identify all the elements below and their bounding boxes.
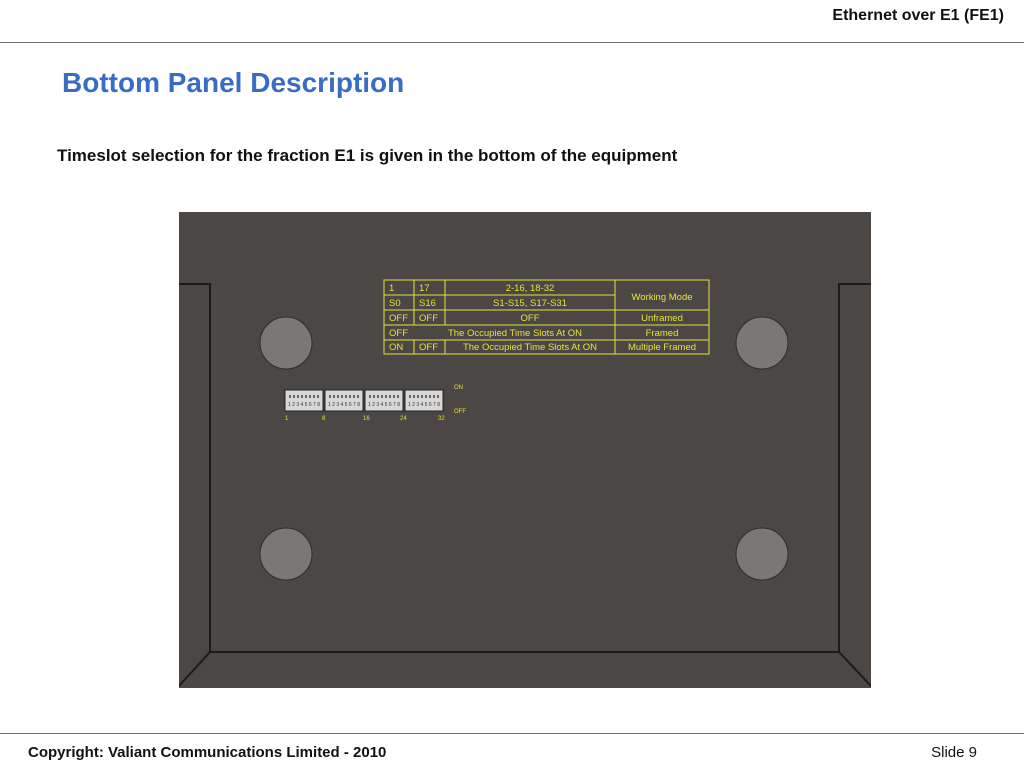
table-r3-c1: OFF — [389, 313, 408, 324]
table-r4-c1: OFF — [389, 328, 408, 339]
table-r2-c2: S16 — [419, 298, 436, 309]
bottom-panel-illustration: 1 17 2-16, 18-32 S0 S16 S1-S15, S17-S31 … — [179, 212, 871, 688]
dip-switch-levers-1 — [289, 395, 319, 398]
switch-off-label: OFF — [454, 409, 466, 415]
table-r3-c3: OFF — [521, 313, 540, 324]
rubber-feet — [259, 316, 789, 581]
dip-switch-bank-1: 1 2 3 4 5 6 7 8 — [284, 389, 324, 412]
dip-switch-numbers-4: 1 2 3 4 5 6 7 8 — [408, 402, 440, 408]
timeslot-table — [383, 279, 710, 355]
switch-scale-8: 8 — [322, 416, 326, 422]
table-r1-c3: 2-16, 18-32 — [506, 283, 555, 294]
header-title: Ethernet over E1 (FE1) — [832, 7, 1004, 24]
panel-body — [179, 212, 871, 688]
dip-switch-bank-3: 1 2 3 4 5 6 7 8 — [364, 389, 404, 412]
foot-bottom-right — [735, 527, 789, 581]
dip-switch-numbers-2: 1 2 3 4 5 6 7 8 — [328, 402, 360, 408]
table-r5-mode: Multiple Framed — [628, 342, 696, 353]
page-subtitle: Timeslot selection for the fraction E1 i… — [57, 146, 678, 165]
switch-on-label: ON — [454, 385, 463, 391]
dip-switch-levers-2 — [329, 395, 359, 398]
table-r4-mode: Framed — [646, 328, 679, 339]
switch-scale-16: 16 — [363, 416, 370, 422]
table-r3-mode: Unframed — [641, 313, 683, 324]
dip-switch-bank-2: 1 2 3 4 5 6 7 8 — [324, 389, 364, 412]
switch-scale-labels: 1 8 16 24 32 — [285, 416, 445, 422]
dip-switch-levers-4 — [409, 395, 439, 398]
table-r1-c1: 1 — [389, 283, 394, 294]
foot-bottom-left — [259, 527, 313, 581]
dip-switch-banks: 1 2 3 4 5 6 7 8 1 2 3 4 5 6 7 8 1 2 3 4 … — [284, 389, 444, 412]
switch-scale-1: 1 — [285, 416, 289, 422]
table-r1-c2: 17 — [419, 283, 430, 294]
table-r3-c2: OFF — [419, 313, 438, 324]
switch-scale-24: 24 — [400, 416, 407, 422]
dip-switch-levers-3 — [369, 395, 399, 398]
table-r5-c2: OFF — [419, 342, 438, 353]
footer-copyright: Copyright: Valiant Communications Limite… — [28, 744, 387, 761]
table-r2-c1: S0 — [389, 298, 401, 309]
panel-frame — [179, 283, 871, 687]
table-r5-c1: ON — [389, 342, 403, 353]
dip-switch-numbers-3: 1 2 3 4 5 6 7 8 — [368, 402, 400, 408]
table-mode-header: Working Mode — [631, 292, 692, 303]
timeslot-table-text: 1 17 2-16, 18-32 S0 S16 S1-S15, S17-S31 … — [389, 283, 696, 353]
footer-rule — [0, 733, 1024, 734]
switch-scale-32: 32 — [438, 416, 445, 422]
page-title: Bottom Panel Description — [62, 67, 405, 98]
header-rule — [0, 42, 1024, 43]
table-r2-c3: S1-S15, S17-S31 — [493, 298, 567, 309]
foot-top-left — [259, 316, 313, 370]
table-r4-span: The Occupied Time Slots At ON — [448, 328, 582, 339]
foot-top-right — [735, 316, 789, 370]
slide-number: Slide 9 — [931, 744, 977, 761]
dip-switch-numbers-1: 1 2 3 4 5 6 7 8 — [288, 402, 320, 408]
dip-switch-bank-4: 1 2 3 4 5 6 7 8 — [404, 389, 444, 412]
table-r5-c3: The Occupied Time Slots At ON — [463, 342, 597, 353]
